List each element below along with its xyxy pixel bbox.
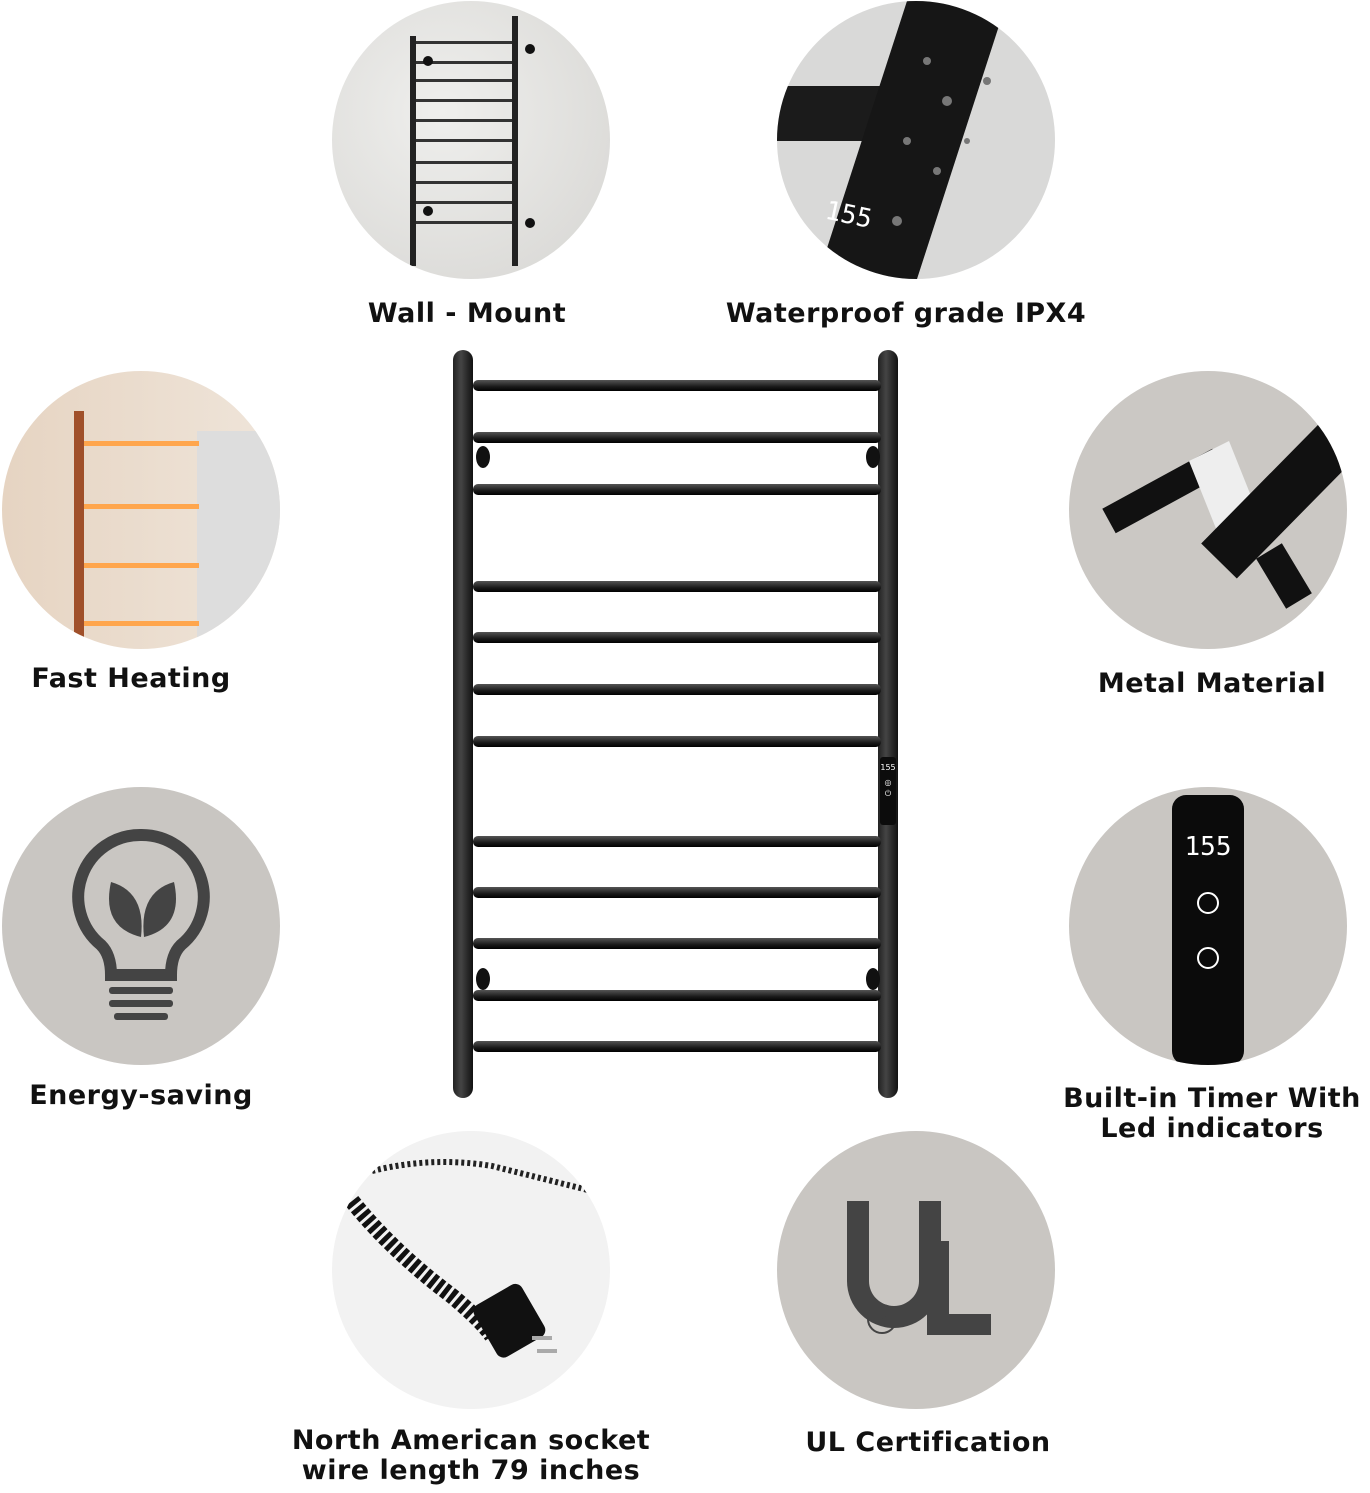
- timer-led-display: 155: [1185, 832, 1232, 862]
- rack-rail: [473, 684, 881, 695]
- timer-circle: 155: [1069, 787, 1347, 1065]
- feature-label-wall-mount: Wall - Mount: [367, 298, 567, 329]
- feature-label-timer-line2: Led indicators: [1100, 1113, 1324, 1144]
- wall-mount-bracket: [476, 446, 490, 468]
- power-button-icon: [1197, 947, 1219, 969]
- rack-right-post: [878, 350, 898, 1098]
- feature-label-metal-material: Metal Material: [1097, 668, 1327, 699]
- rack-rail: [473, 484, 881, 495]
- heat-button-icon[interactable]: ◎: [884, 778, 892, 787]
- rack-rail: [473, 432, 881, 443]
- wall-mounted-rack-photo: [410, 16, 535, 266]
- rack-rail: [473, 836, 881, 847]
- power-button-icon[interactable]: ⏻: [884, 789, 892, 798]
- rack-rail: [473, 632, 881, 643]
- wall-mount-bracket: [866, 446, 880, 468]
- rack-rail: [473, 1041, 881, 1052]
- wall-mount-circle: [332, 1, 610, 279]
- feature-label-socket-line2: wire length 79 inches: [301, 1455, 641, 1486]
- wall-mount-bracket: [866, 968, 880, 990]
- ul-circle: R: [777, 1131, 1055, 1409]
- rack-left-post: [453, 350, 473, 1098]
- feature-label-timer-line1: Built-in Timer With: [1063, 1083, 1361, 1114]
- wall-mount-bracket: [476, 968, 490, 990]
- rack-rail: [473, 938, 881, 949]
- rack-rail: [473, 990, 881, 1001]
- feature-label-waterproof: Waterproof grade IPX4: [725, 298, 1087, 329]
- waterproof-circle: 155: [777, 1, 1055, 279]
- heat-button-icon: [1197, 892, 1219, 914]
- lightbulb-leaf-icon: [72, 828, 210, 1020]
- rack-rail: [473, 380, 881, 391]
- feature-label-fast-heating: Fast Heating: [31, 663, 231, 694]
- control-panel[interactable]: 155 ◎ ⏻: [880, 757, 896, 825]
- feature-label-energy-saving: Energy-saving: [29, 1080, 253, 1111]
- registered-mark: R: [876, 1310, 887, 1329]
- socket-circle: [332, 1131, 610, 1409]
- rack-rail: [473, 736, 881, 747]
- metal-bar-photo: [1102, 413, 1347, 609]
- rack-rail: [473, 581, 881, 592]
- metal-material-circle: [1069, 371, 1347, 649]
- feature-label-socket-line1: North American socket: [291, 1425, 651, 1456]
- energy-saving-circle: [2, 787, 280, 1065]
- control-panel-photo: 155: [1172, 795, 1244, 1065]
- panel-led-display: 155: [880, 763, 896, 772]
- glowing-rack-photo: [74, 411, 280, 649]
- water-droplets-photo: 155: [777, 1, 1007, 279]
- fast-heating-circle: [2, 371, 280, 649]
- rack-rail: [473, 887, 881, 898]
- ul-logo: R: [847, 1201, 991, 1335]
- power-plug-photo: [345, 1159, 593, 1358]
- feature-label-ul: UL Certification: [805, 1427, 1051, 1458]
